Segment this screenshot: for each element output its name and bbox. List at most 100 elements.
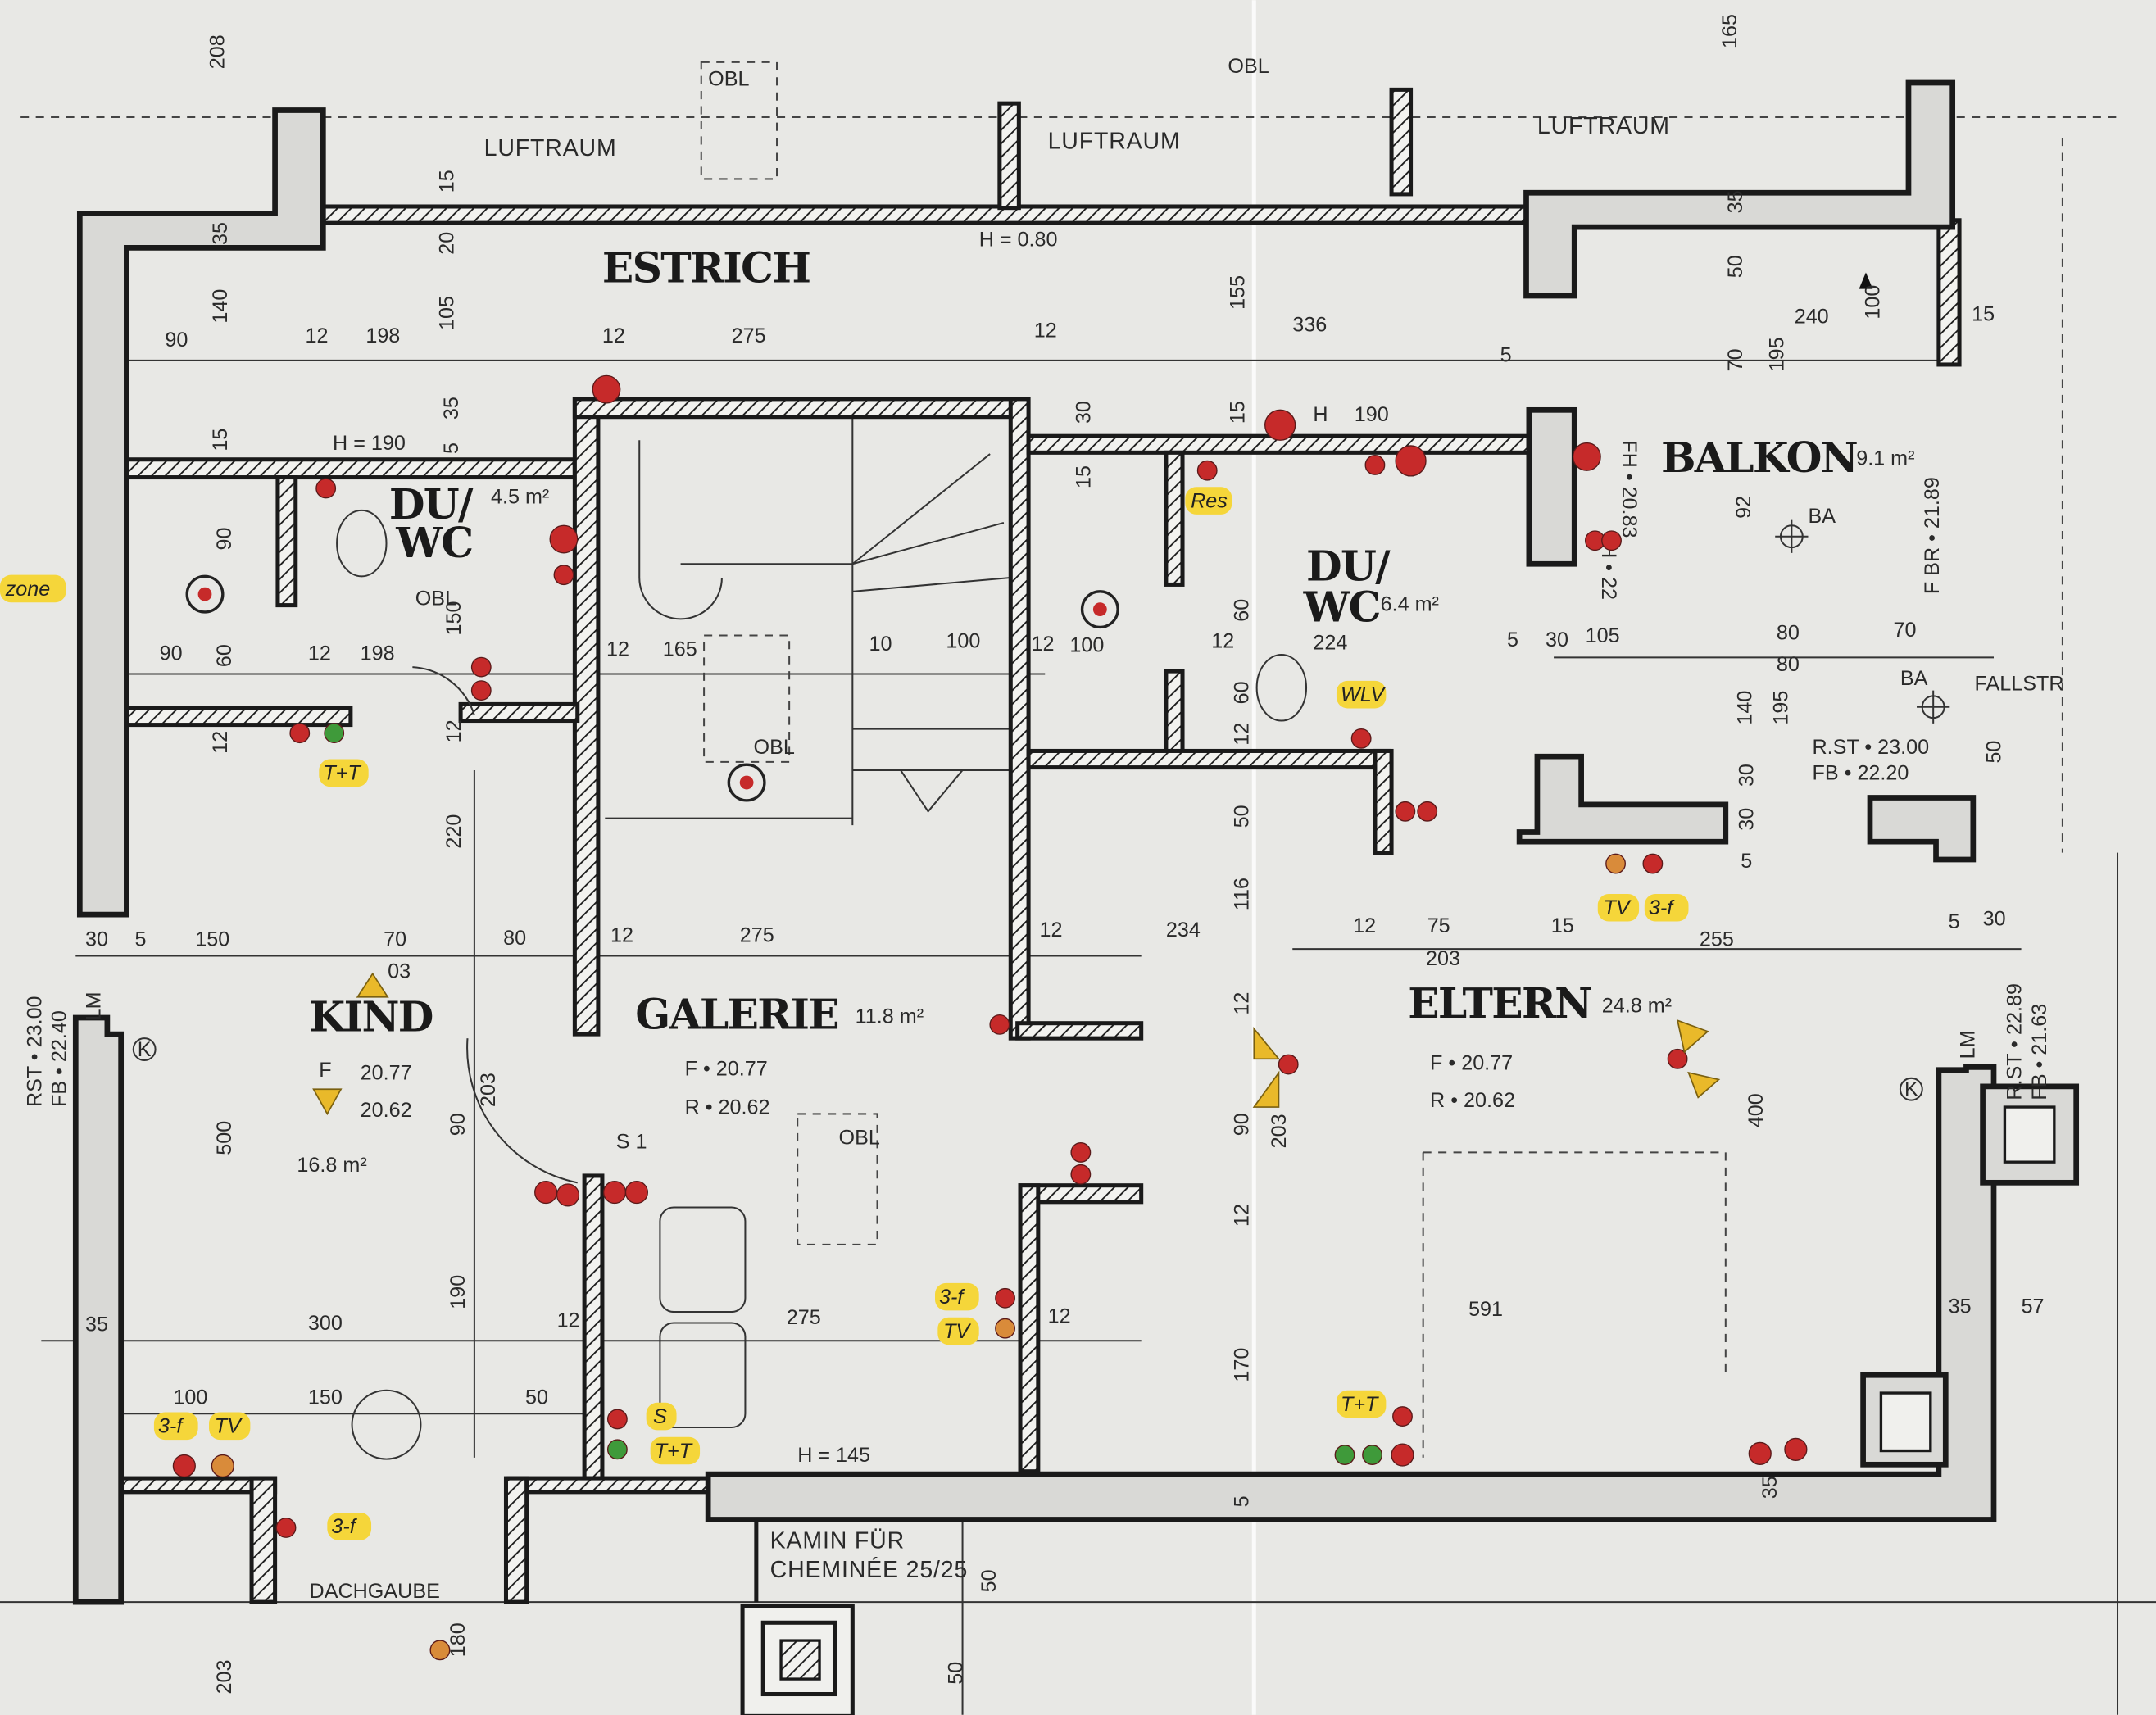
balkon-fb-level: FB • 22.20 bbox=[1813, 762, 1909, 785]
dimension-label: 70 bbox=[1894, 619, 1917, 642]
balkon-fh-level: FH • 20.83 bbox=[1618, 440, 1641, 538]
interior-walls bbox=[119, 87, 1962, 1604]
dimension-label: 30 bbox=[1735, 764, 1758, 787]
dimension-label: 60 bbox=[1231, 681, 1254, 704]
outlet-dot-icon bbox=[1264, 409, 1296, 441]
svg-text:T+T: T+T bbox=[655, 1440, 693, 1463]
dimension-label: 30 bbox=[1983, 908, 2006, 931]
dimension-label: 500 bbox=[213, 1121, 236, 1155]
dimension-label: 35 bbox=[1724, 190, 1747, 213]
outlet-dot-icon bbox=[470, 680, 492, 701]
galerie-floor-level: F • 20.77 bbox=[685, 1057, 768, 1080]
lm-label: LM bbox=[82, 991, 105, 1020]
outlet-dot-icon bbox=[1334, 1445, 1355, 1465]
obl-label: OBL bbox=[1228, 55, 1269, 78]
dimension-label: 15 bbox=[209, 429, 232, 451]
k-marker-icon bbox=[132, 1037, 157, 1062]
outlet-dot-icon bbox=[606, 1409, 628, 1430]
eltern-raw-level: R • 20.62 bbox=[1430, 1089, 1515, 1112]
dimension-label: 234 bbox=[1166, 919, 1201, 941]
outlet-dot-icon bbox=[624, 1180, 648, 1205]
outlet-dot-icon bbox=[1392, 1406, 1413, 1427]
dimension-label: 203 bbox=[213, 1660, 236, 1695]
electrical-outlets bbox=[172, 374, 1808, 1661]
outlet-dot-icon bbox=[592, 374, 621, 404]
light-switch-triangle-icon bbox=[1687, 1071, 1721, 1099]
svg-text:TV: TV bbox=[943, 1320, 971, 1343]
outlet-dot-icon bbox=[1417, 801, 1438, 822]
galerie-raw-level: R • 20.62 bbox=[685, 1096, 770, 1118]
outlet-dot-icon bbox=[556, 1183, 580, 1207]
room-labels: ESTRICH DU/ WC 4.5 m² GALERIE 11.8 m² F … bbox=[297, 243, 1914, 1177]
fixtures bbox=[185, 61, 1950, 1460]
right-fb-level: FB • 21.63 bbox=[2028, 1004, 2051, 1100]
outlet-dot-icon bbox=[1784, 1437, 1808, 1461]
kind-raw-level: 20.62 bbox=[361, 1099, 412, 1122]
dimension-label: 5 bbox=[1231, 1495, 1254, 1507]
fbr-level: F BR • 21.89 bbox=[1921, 477, 1944, 594]
dimension-label: 12 bbox=[306, 324, 329, 347]
outlet-dot-icon bbox=[549, 524, 579, 554]
outlet-dot-icon bbox=[275, 1518, 297, 1538]
dimension-label: 100 bbox=[946, 630, 980, 653]
dimension-label: 180 bbox=[447, 1622, 470, 1657]
dimension-label: 15 bbox=[1972, 302, 1995, 325]
outer-walls bbox=[72, 79, 2080, 1715]
k-label: K bbox=[1904, 1078, 1918, 1101]
dimension-label: 90 bbox=[213, 527, 236, 550]
eltern-floor-level: F • 20.77 bbox=[1430, 1052, 1513, 1075]
svg-text:T+T: T+T bbox=[1341, 1393, 1379, 1416]
bath-icon bbox=[351, 1389, 422, 1460]
room-du-wc-1-line2: WC bbox=[395, 519, 472, 567]
outlet-dot-icon bbox=[1642, 853, 1664, 874]
outlet-dot-icon bbox=[1391, 1443, 1414, 1467]
dimension-label: 35 bbox=[85, 1313, 108, 1336]
dimension-label: 5 bbox=[1507, 628, 1518, 651]
dimension-label: 50 bbox=[945, 1662, 968, 1685]
k-label: K bbox=[138, 1038, 152, 1061]
dimension-label: H = 190 bbox=[333, 432, 406, 455]
s1-label: S 1 bbox=[616, 1130, 647, 1153]
dimension-label: 90 bbox=[447, 1113, 470, 1136]
luftraum-label: LUFTRAUM bbox=[484, 135, 617, 161]
tag-s: S bbox=[646, 1402, 677, 1431]
light-switch-triangle-icon bbox=[1253, 1027, 1281, 1060]
dimension-label: 90 bbox=[160, 642, 183, 665]
luftraum-label: LUFTRAUM bbox=[1537, 113, 1670, 139]
dimension-label: 100 bbox=[1862, 285, 1885, 320]
tag-res: Res bbox=[1185, 487, 1232, 515]
dimension-label: 30 bbox=[1735, 808, 1758, 831]
dimension-label: 15 bbox=[1073, 465, 1096, 488]
room-du-wc-2-area: 6.4 m² bbox=[1381, 592, 1439, 615]
outlet-dot-icon bbox=[1364, 455, 1386, 475]
dimension-label: 15 bbox=[436, 170, 459, 193]
dimension-label: 12 bbox=[443, 719, 465, 742]
kind-floor-label: F bbox=[319, 1059, 331, 1082]
room-du-wc-2-line2: WC bbox=[1303, 583, 1380, 632]
dimension-label: 20 bbox=[436, 232, 459, 255]
dimension-label: 336 bbox=[1292, 314, 1327, 337]
left-fb-level: FB • 22.40 bbox=[48, 1010, 71, 1107]
dachgaube-label: DACHGAUBE bbox=[310, 1580, 440, 1603]
dimension-label: 12 bbox=[1034, 319, 1057, 342]
dimension-label: 12 bbox=[1031, 633, 1054, 656]
dimension-label: 150 bbox=[443, 601, 465, 636]
outlet-dot-icon bbox=[606, 1439, 628, 1460]
outlet-dot-icon bbox=[1196, 460, 1218, 481]
dimension-label: 5 bbox=[1500, 344, 1512, 367]
dimension-label: 70 bbox=[1724, 348, 1747, 371]
room-galerie-area: 11.8 m² bbox=[856, 1005, 924, 1028]
outlet-dot-icon bbox=[315, 478, 337, 499]
door-swing bbox=[412, 666, 475, 716]
dimension-label: 105 bbox=[436, 296, 459, 330]
dimension-label: 35 bbox=[209, 222, 232, 245]
dimension-label: 105 bbox=[1586, 624, 1620, 647]
dimension-label: 50 bbox=[1231, 805, 1254, 828]
dimension-label: 203 bbox=[477, 1073, 500, 1107]
tag-zone: zone bbox=[0, 574, 66, 603]
outlet-dot-icon bbox=[995, 1318, 1015, 1339]
obl-label: OBL bbox=[708, 67, 749, 90]
outlet-dot-icon bbox=[1395, 801, 1416, 822]
tag-tt: T+T bbox=[650, 1436, 701, 1465]
